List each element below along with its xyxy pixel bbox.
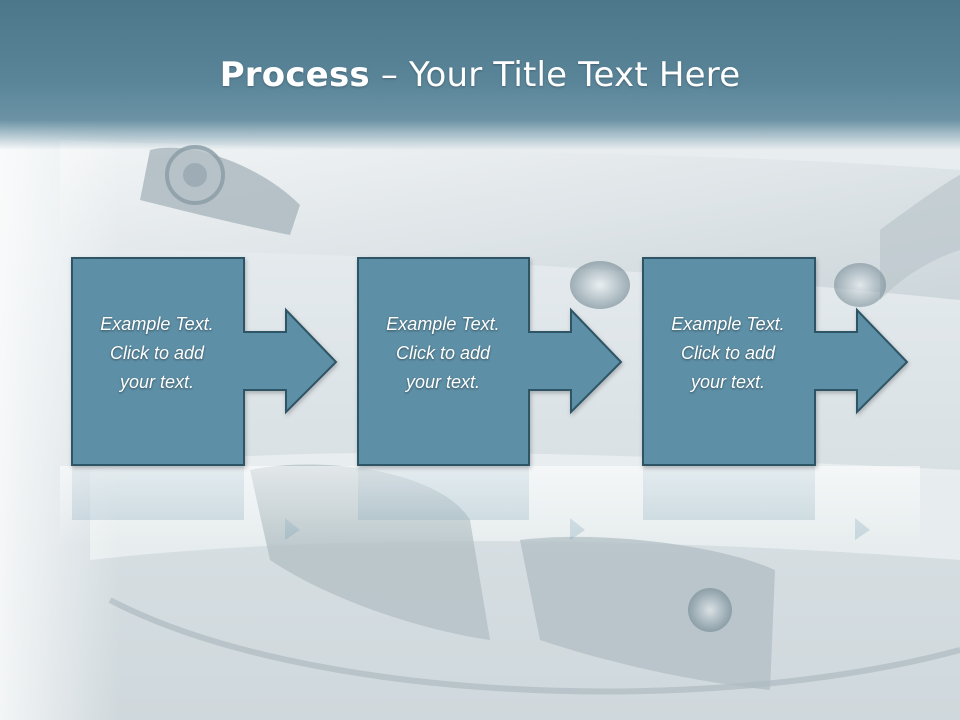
process-step-text-3[interactable]: Example Text. Click to add your text. <box>671 314 785 392</box>
process-step-shape-1[interactable] <box>71 257 338 466</box>
process-step-text-1[interactable]: Example Text. Click to add your text. <box>100 314 214 392</box>
process-step-text-2[interactable]: Example Text. Click to add your text. <box>386 314 500 392</box>
process-step-shape-3[interactable] <box>642 257 909 466</box>
process-step-shape-2[interactable] <box>357 257 623 466</box>
title-band <box>0 0 960 150</box>
title-bold-text: Process <box>219 55 370 95</box>
title-rest-text: – Your Title Text Here <box>369 55 741 95</box>
slide-title[interactable]: Process – Your Title Text Here <box>0 52 960 98</box>
